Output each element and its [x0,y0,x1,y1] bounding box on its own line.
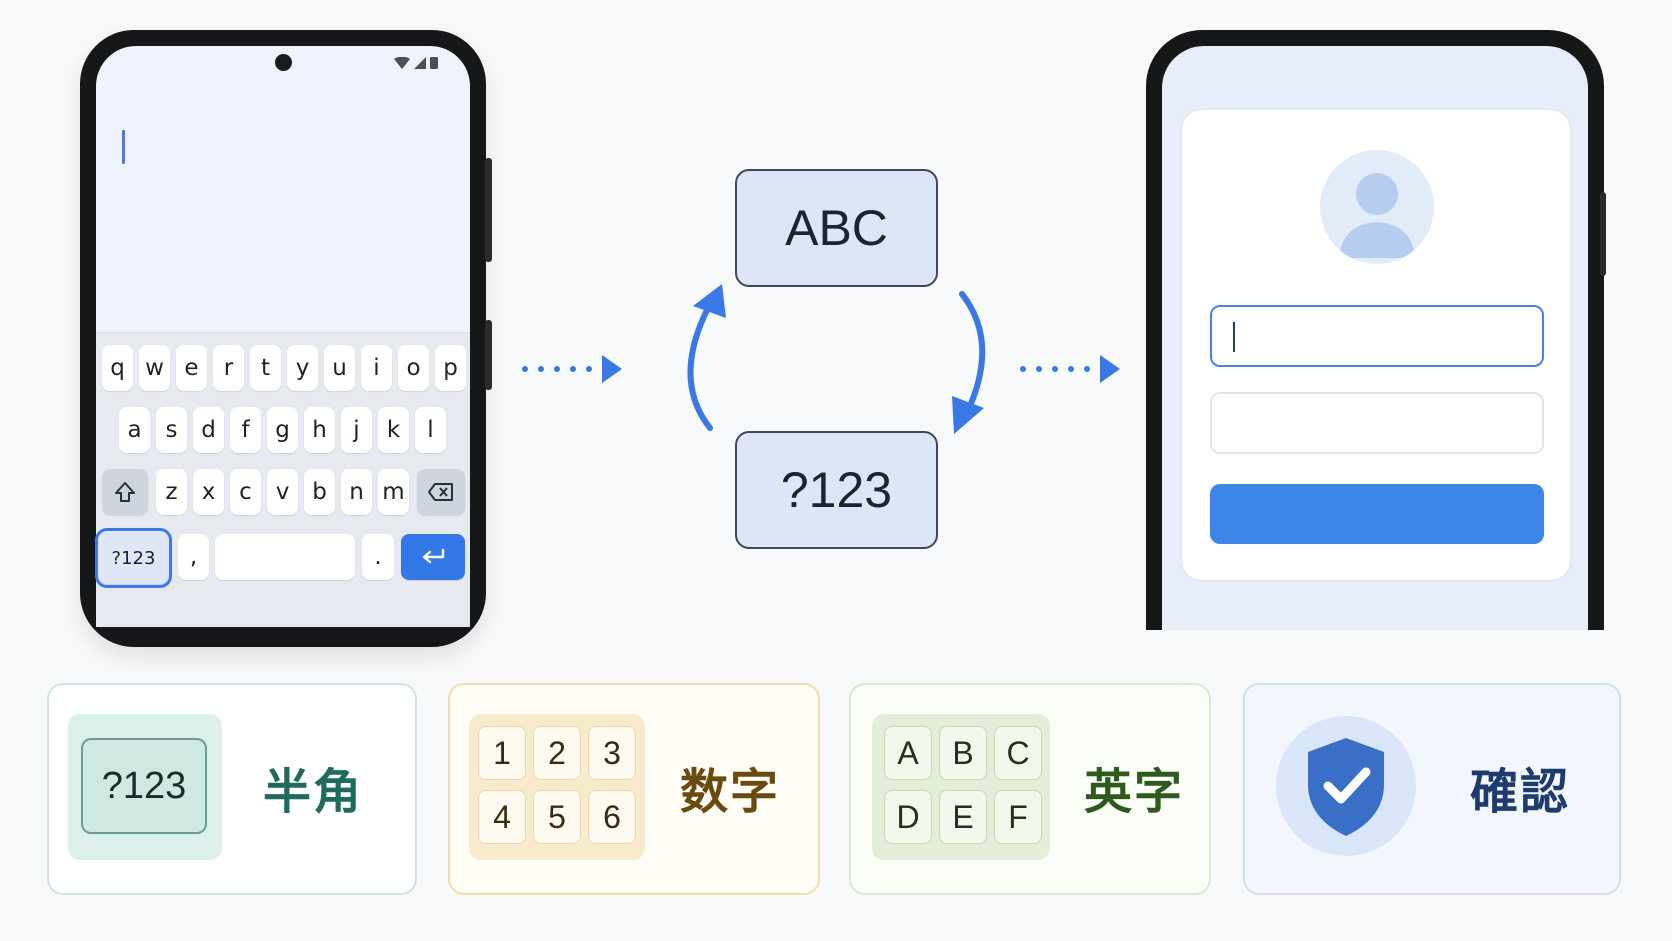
letters-label: 英字 [1084,764,1185,820]
battery-icon [430,57,438,69]
number-key-5: 5 [533,790,581,844]
key-z[interactable]: z [156,469,187,515]
letter-key-b: B [939,726,987,780]
key-l[interactable]: l [415,407,446,453]
key-u[interactable]: u [324,345,355,391]
space-key[interactable] [215,534,355,580]
key-k[interactable]: k [378,407,409,453]
letter-key-f: F [994,790,1042,844]
text-cursor [122,130,125,164]
number-key-2: 2 [533,726,581,780]
key-x[interactable]: x [193,469,224,515]
halfwidth-key: ?123 [81,738,207,834]
backspace-icon [428,483,453,501]
shift-icon [115,482,135,502]
key-p[interactable]: p [435,345,466,391]
user-icon [1339,173,1415,258]
submit-button[interactable] [1210,484,1544,544]
key-r[interactable]: r [213,345,244,391]
enter-icon [422,548,445,564]
key-g[interactable]: g [267,407,298,453]
letter-key-e: E [939,790,987,844]
arrow-head-icon [602,355,622,383]
halfwidth-label: 半角 [263,764,364,820]
volume-button [485,320,492,390]
key-q[interactable]: q [102,345,133,391]
letter-key-d: D [884,790,932,844]
period-key[interactable]: . [362,534,394,580]
key-a[interactable]: a [119,407,150,453]
camera-icon [275,54,292,71]
shield-check-icon [1308,738,1384,836]
wifi-icon [394,56,410,69]
key-h[interactable]: h [304,407,335,453]
signal-icon [414,56,426,69]
key-j[interactable]: j [341,407,372,453]
letter-key-c: C [994,726,1042,780]
abc-mode-box: ABC [735,169,938,287]
power-button [485,158,492,262]
key-w[interactable]: w [139,345,170,391]
text-cursor [1233,322,1235,352]
key-v[interactable]: v [267,469,298,515]
key-t[interactable]: t [250,345,281,391]
number-key-6: 6 [588,790,636,844]
key-b[interactable]: b [304,469,335,515]
arrow-head-icon [1100,355,1120,383]
key-m[interactable]: m [378,469,409,515]
shield-badge [1276,716,1416,856]
power-button [1600,192,1606,276]
password-field[interactable] [1210,392,1544,454]
comma-key[interactable]: , [178,534,209,580]
flow-arrow-left [522,355,622,383]
key-y[interactable]: y [287,345,318,391]
flow-arrow-right [1020,355,1120,383]
key-c[interactable]: c [230,469,261,515]
key-s[interactable]: s [156,407,187,453]
numbers-label: 数字 [680,764,781,820]
symbol-mode-key[interactable]: ?123 [95,528,172,588]
avatar [1320,150,1434,264]
key-i[interactable]: i [361,345,392,391]
shift-key[interactable] [102,469,148,515]
key-d[interactable]: d [193,407,224,453]
number-key-1: 1 [478,726,526,780]
username-field[interactable] [1210,305,1544,367]
number-key-4: 4 [478,790,526,844]
confirm-label: 確認 [1470,764,1571,820]
key-f[interactable]: f [230,407,261,453]
number-key-3: 3 [588,726,636,780]
symbol-mode-box: ?123 [735,431,938,549]
cycle-arrows-icon [687,284,986,434]
status-bar [394,56,438,69]
backspace-key[interactable] [417,469,465,515]
key-o[interactable]: o [398,345,429,391]
enter-key[interactable] [401,534,465,580]
key-e[interactable]: e [176,345,207,391]
letter-key-a: A [884,726,932,780]
key-n[interactable]: n [341,469,372,515]
